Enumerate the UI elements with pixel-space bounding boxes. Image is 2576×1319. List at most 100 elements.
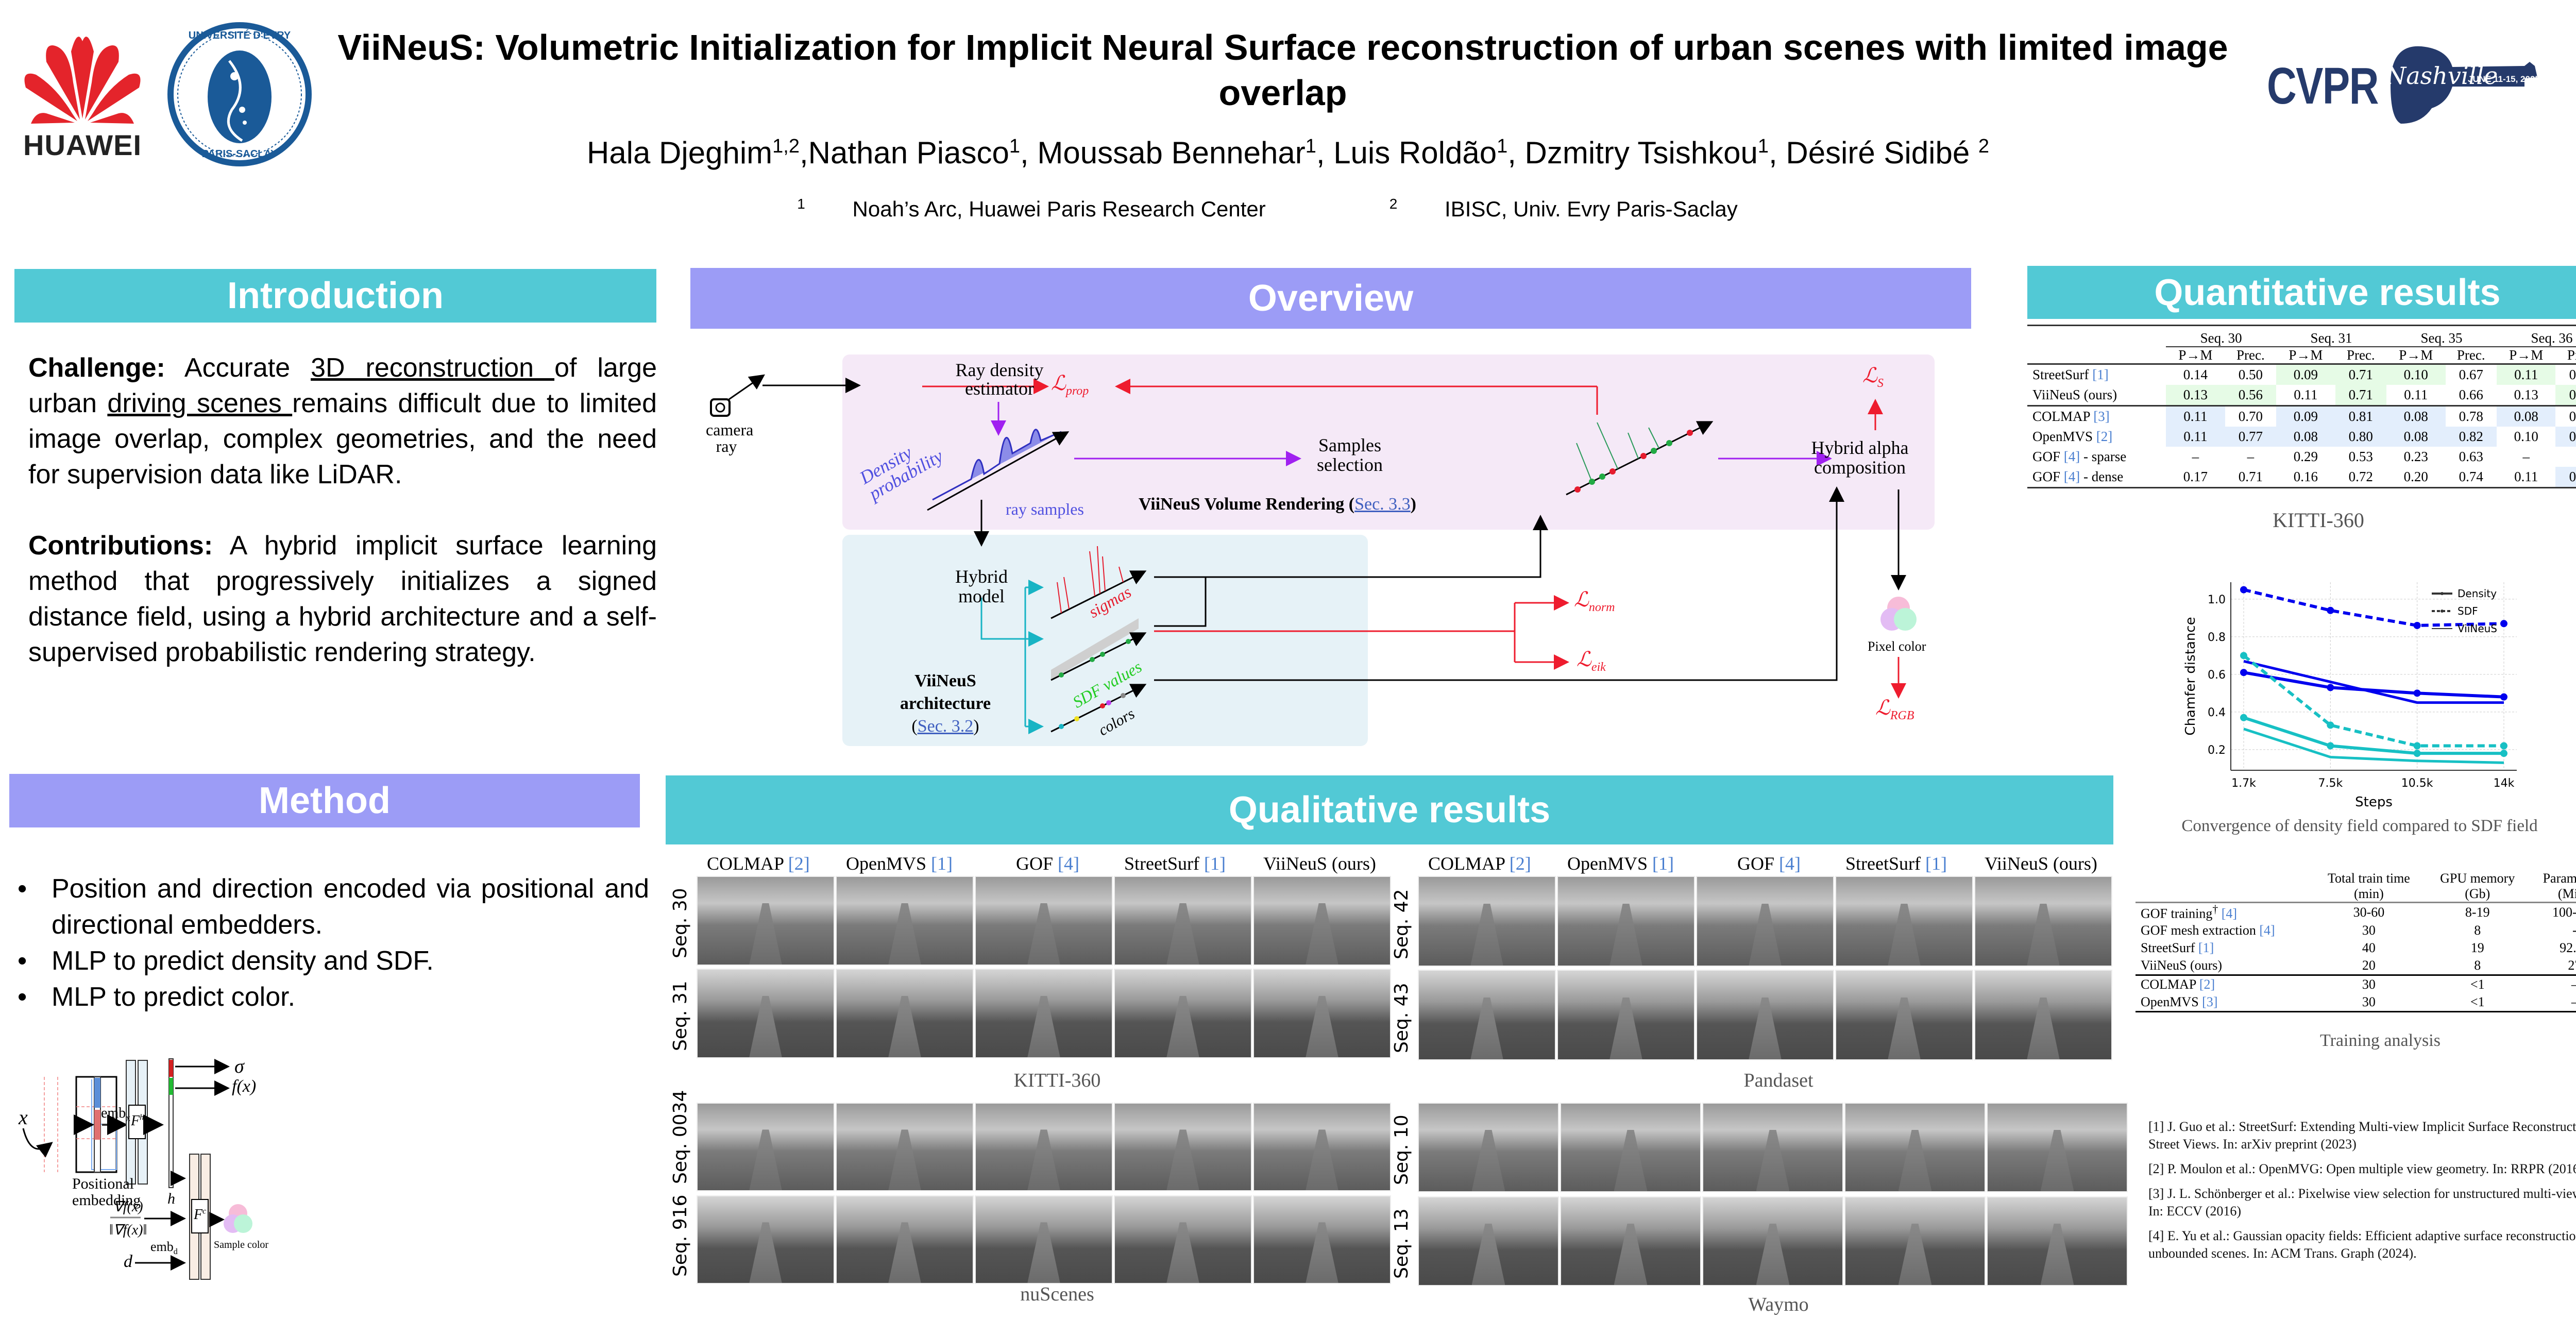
introduction-heading: Introduction xyxy=(227,275,444,316)
author-name: Nathan Piasco xyxy=(808,136,1009,170)
author-name: Dzmitry Tsishkou xyxy=(1524,136,1758,170)
l-prop-label: ℒprop xyxy=(1051,371,1089,398)
challenge-underline-1: 3D reconstruction xyxy=(311,353,555,383)
sequence-header: Seq. 31 xyxy=(2276,325,2387,347)
training-header-row: Total train time(min)GPU memory(Gb)Param… xyxy=(2136,871,2576,903)
sequence-header: Seq. 36 xyxy=(2496,325,2576,347)
hybrid-label: Hybrid xyxy=(955,566,1008,587)
qual-column-ref[interactable]: [1] xyxy=(931,853,953,874)
qual-image-tile xyxy=(1253,1195,1391,1284)
method-ref[interactable]: [2] xyxy=(2096,429,2113,444)
f-c-text: F xyxy=(194,1207,203,1223)
sequence-header: Seq. 35 xyxy=(2386,325,2497,347)
training-ref[interactable]: [3] xyxy=(2202,994,2218,1009)
method-heading: Method xyxy=(259,780,391,821)
training-ref[interactable]: [4] xyxy=(2221,906,2238,921)
author-separator: , xyxy=(1769,136,1786,170)
hybrid-alpha-2: composition xyxy=(1814,457,1906,478)
value-cell: 0.80 xyxy=(2335,427,2387,447)
qual-column-header: ViiNeuS (ours) xyxy=(1985,853,2097,874)
qual-column-ref[interactable]: [1] xyxy=(1204,853,1226,874)
qual-row-label: Seq. 30 xyxy=(670,888,691,958)
qual-column-ref[interactable]: [1] xyxy=(1925,853,1947,874)
training-header: GPU memory(Gb) xyxy=(2426,871,2530,903)
training-ref[interactable]: [1] xyxy=(2198,940,2214,955)
author-separator: , xyxy=(799,136,808,170)
qual-image-tile xyxy=(1974,970,2112,1060)
l-eik-sub: eik xyxy=(1591,661,1606,674)
method-ref[interactable]: [3] xyxy=(2093,409,2110,424)
qual-column-header: GOF [4] xyxy=(1016,853,1079,874)
qual-column-ref[interactable]: [2] xyxy=(788,853,810,874)
affiliation-number: 2 xyxy=(1389,196,1398,212)
cvpr-wordmark: CVPR xyxy=(2267,57,2379,115)
value-cell: 0.10 xyxy=(2514,429,2538,444)
author-affiliation-mark: 1 xyxy=(1497,136,1508,157)
cvpr-logo: CVPR Nashville JUNE 11-15, 2025 xyxy=(2267,41,2555,129)
value-cell: 0.53 xyxy=(2348,449,2373,464)
value-cell: 0.71 xyxy=(2335,364,2387,385)
series-line xyxy=(2243,728,2504,764)
method-cell: StreetSurf [1] xyxy=(2027,364,2166,385)
training-table-caption: Training analysis xyxy=(2320,1030,2441,1050)
qual-column-ref[interactable]: [4] xyxy=(1779,853,1801,874)
qual-image-tile xyxy=(1557,970,1695,1060)
l-rgb-symbol: ℒ xyxy=(1875,696,1890,719)
affiliation-text: Noah’s Arc, Huawei Paris Research Center xyxy=(846,197,1266,221)
reference-item: [3] J. L. Schönberger et al.: Pixelwise … xyxy=(2148,1186,2576,1219)
emb-x-text: emb xyxy=(101,1105,126,1121)
training-method: COLMAP xyxy=(2141,976,2196,992)
evry-seal-icon xyxy=(167,22,312,166)
qual-column-ref[interactable]: [1] xyxy=(1652,853,1674,874)
fx-label: f(x) xyxy=(232,1077,257,1096)
table-row: COLMAP [3]0.110.700.090.810.080.780.080.… xyxy=(2027,405,2576,427)
camera-icon xyxy=(710,398,731,417)
qual-image-tile xyxy=(1253,969,1391,1058)
huawei-logo: HUAWEI xyxy=(15,21,149,161)
training-ref[interactable]: [2] xyxy=(2199,976,2215,992)
y-tick-label: 0.4 xyxy=(2208,706,2226,719)
qual-image-tile xyxy=(1418,1103,1559,1192)
cvpr-nashville: Nashville xyxy=(2385,62,2498,90)
training-value: – xyxy=(2530,975,2576,993)
value-cell: 0.80 xyxy=(2555,427,2576,447)
qual-image-tile xyxy=(1835,970,1973,1060)
sec-3-3-link[interactable]: Sec. 3.3 xyxy=(1354,495,1411,514)
x-tick-label: 1.7k xyxy=(2231,777,2256,790)
training-value: 27 xyxy=(2568,957,2576,973)
l-rgb-sub: RGB xyxy=(1890,709,1914,722)
method-ref[interactable]: [4] xyxy=(2063,449,2080,464)
legend-marker xyxy=(2441,592,2444,595)
training-value: 20 xyxy=(2362,957,2376,973)
metric-header: Prec. xyxy=(2236,347,2265,363)
guitar-icon xyxy=(2391,46,2537,124)
qual-column-header: StreetSurf [1] xyxy=(1845,853,1947,874)
qual-column-name: ViiNeuS (ours) xyxy=(1263,853,1376,874)
architecture-sec: (Sec. 3.2) xyxy=(911,717,979,736)
qual-column-header: COLMAP [2] xyxy=(1428,853,1531,874)
method-ref[interactable]: [1] xyxy=(2092,367,2109,382)
positional-label-1: Positional xyxy=(72,1175,134,1192)
qual-image-tile xyxy=(1696,876,1834,967)
training-method-cell: GOF training† [4] xyxy=(2136,903,2312,922)
introduction-banner: Introduction xyxy=(14,269,656,323)
qual-row-label: Seq. 43 xyxy=(1391,983,1412,1053)
x-axis-label: Steps xyxy=(2355,794,2393,810)
value-cell: 0.16 xyxy=(2293,469,2318,484)
value-cell: 0.13 xyxy=(2514,387,2538,402)
grad-numerator: ∇f(x) xyxy=(113,1199,143,1215)
introduction-text: Challenge: Accurate 3D reconstruction of… xyxy=(28,350,657,706)
training-ref[interactable]: [4] xyxy=(2259,922,2275,938)
sec-3-2-link[interactable]: Sec. 3.2 xyxy=(917,717,974,736)
y-tick-label: 0.8 xyxy=(2208,631,2226,644)
qual-column-ref[interactable]: [2] xyxy=(1509,853,1531,874)
qual-column-ref[interactable]: [4] xyxy=(1058,853,1080,874)
hybrid-alpha-label: Hybrid alpha composition xyxy=(1793,438,1927,477)
method-ref[interactable]: [4] xyxy=(2063,469,2080,484)
reference-item: [1] J. Guo et al.: StreetSurf: Extending… xyxy=(2148,1119,2576,1152)
qual-image-tile xyxy=(1114,1195,1252,1284)
metric-header: Prec. xyxy=(2567,347,2576,363)
